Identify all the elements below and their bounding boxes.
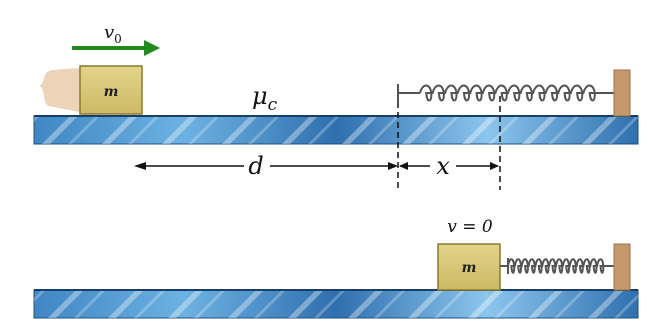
motion-blur — [40, 68, 80, 112]
distance-dimension — [134, 162, 398, 170]
velocity-arrow — [72, 40, 160, 56]
bottom-block — [437, 243, 501, 291]
friction-label: μc — [252, 82, 278, 115]
bottom-spring — [500, 258, 614, 274]
bottom-scene: v = 0 m — [33, 217, 639, 319]
velocity-label: v0 — [104, 22, 122, 46]
top-spring — [397, 84, 614, 102]
compression-label: x — [436, 152, 450, 180]
top-scene: m v0 μc d — [33, 22, 639, 190]
bottom-block-label: m — [462, 260, 477, 276]
top-block-label: m — [104, 84, 119, 100]
final-velocity-label: v = 0 — [447, 217, 493, 237]
top-block — [79, 65, 143, 115]
top-wall — [613, 69, 631, 117]
compression-dimension — [399, 162, 499, 170]
distance-label: d — [248, 152, 263, 180]
bottom-wall — [613, 243, 631, 291]
